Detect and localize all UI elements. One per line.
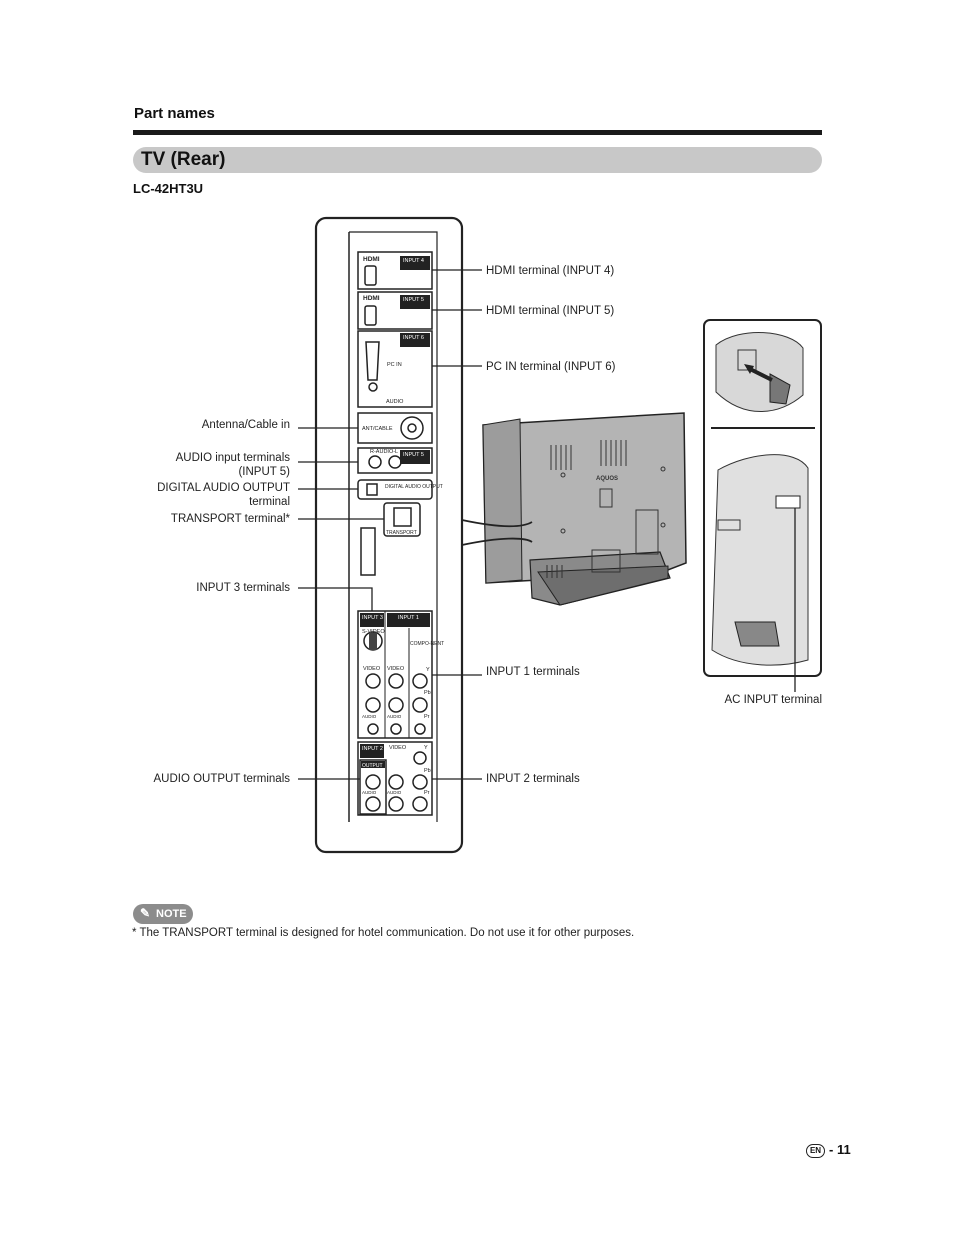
pcin-port-box bbox=[357, 330, 433, 408]
label-audio-output: AUDIO OUTPUT terminals bbox=[153, 773, 290, 785]
note-badge: ✎ NOTE bbox=[133, 904, 193, 924]
tv-logo: AQUOS bbox=[596, 476, 618, 482]
input1-y-label: Y bbox=[426, 667, 430, 673]
input2-pr-label: Pr bbox=[424, 790, 430, 796]
input1-tag: INPUT 1 bbox=[398, 615, 419, 621]
label-hdmi4: HDMI terminal (INPUT 4) bbox=[486, 265, 615, 277]
input2-video-label: VIDEO bbox=[389, 745, 407, 751]
output-tag: OUTPUT bbox=[362, 763, 383, 769]
ac-input-inset bbox=[703, 319, 822, 677]
label-input1: INPUT 1 terminals bbox=[486, 666, 580, 678]
label-ac-input: AC INPUT terminal bbox=[724, 694, 822, 706]
label-pcin: PC IN terminal (INPUT 6) bbox=[486, 361, 616, 373]
page-number-text: - 11 bbox=[829, 1142, 851, 1157]
hdmi4-logo: HDMI bbox=[363, 256, 380, 263]
component-label: COMPO-NENT bbox=[410, 641, 444, 647]
output-audio-label: AUDIO bbox=[362, 790, 377, 795]
input6-tag: INPUT 6 bbox=[403, 335, 424, 341]
label-digital-line2: terminal bbox=[249, 496, 290, 508]
label-transport: TRANSPORT terminal* bbox=[170, 513, 290, 525]
input4-tag: INPUT 4 bbox=[403, 258, 424, 264]
label-input3: INPUT 3 terminals bbox=[196, 582, 290, 594]
label-input2: INPUT 2 terminals bbox=[486, 773, 580, 785]
section-title: Part names bbox=[134, 105, 215, 122]
label-digital-line1: DIGITAL AUDIO OUTPUT bbox=[157, 482, 290, 494]
pc-audio-label: AUDIO bbox=[386, 399, 404, 405]
input3-video-label: VIDEO bbox=[363, 666, 381, 672]
note-badge-label: NOTE bbox=[156, 908, 187, 920]
language-badge: EN bbox=[806, 1144, 825, 1158]
audio5-port-box bbox=[357, 447, 433, 474]
input5-audio-tag: INPUT 5 bbox=[403, 452, 424, 458]
r-audio-l-label: R-AUDIO-L bbox=[370, 449, 398, 455]
input5-tag: INPUT 5 bbox=[403, 297, 424, 303]
model-name: LC-42HT3U bbox=[133, 181, 204, 196]
input2-tag: INPUT 2 bbox=[362, 746, 383, 752]
title-rule bbox=[133, 130, 822, 135]
note-text: * The TRANSPORT terminal is designed for… bbox=[132, 927, 635, 939]
page-title: TV (Rear) bbox=[141, 149, 226, 170]
label-antenna: Antenna/Cable in bbox=[201, 419, 290, 431]
rear-panel-outline bbox=[314, 216, 464, 854]
label-hdmi5: HDMI terminal (INPUT 5) bbox=[486, 305, 615, 317]
input2-y-label: Y bbox=[424, 745, 428, 751]
s-video-label: S-VIDEO bbox=[362, 629, 385, 635]
pc-in-label: PC IN bbox=[387, 362, 402, 368]
input3-audio-label: AUDIO bbox=[362, 714, 377, 719]
label-audio-in-line1: AUDIO input terminals bbox=[175, 452, 290, 464]
label-digital-audio: DIGITAL AUDIO OUTPUT terminal bbox=[130, 481, 290, 509]
hdmi5-logo: HDMI bbox=[363, 295, 380, 302]
input1-pr-label: Pr bbox=[424, 714, 430, 720]
label-audio-in-line2: (INPUT 5) bbox=[238, 466, 290, 478]
input1-video-label: VIDEO bbox=[387, 666, 405, 672]
input3-tag: INPUT 3 bbox=[362, 615, 383, 621]
page-number: EN - 11 bbox=[806, 1142, 851, 1158]
page-title-bar: TV (Rear) bbox=[133, 147, 822, 173]
input1-audio-label: AUDIO bbox=[387, 714, 402, 719]
transport-label: TRANSPORT bbox=[386, 530, 417, 536]
input1-pb-label: Pb bbox=[424, 690, 431, 696]
input2-audio-label: AUDIO bbox=[387, 790, 402, 795]
tv-rear-illustration: AQUOS bbox=[482, 412, 687, 606]
ant-cable-label: ANT/CABLE bbox=[362, 426, 393, 432]
pencil-icon: ✎ bbox=[140, 906, 151, 920]
input2-pb-label: Pb bbox=[424, 768, 431, 774]
digital-audio-label: DIGITAL AUDIO OUTPUT bbox=[385, 484, 443, 490]
label-audio-in: AUDIO input terminals (INPUT 5) bbox=[150, 451, 290, 479]
